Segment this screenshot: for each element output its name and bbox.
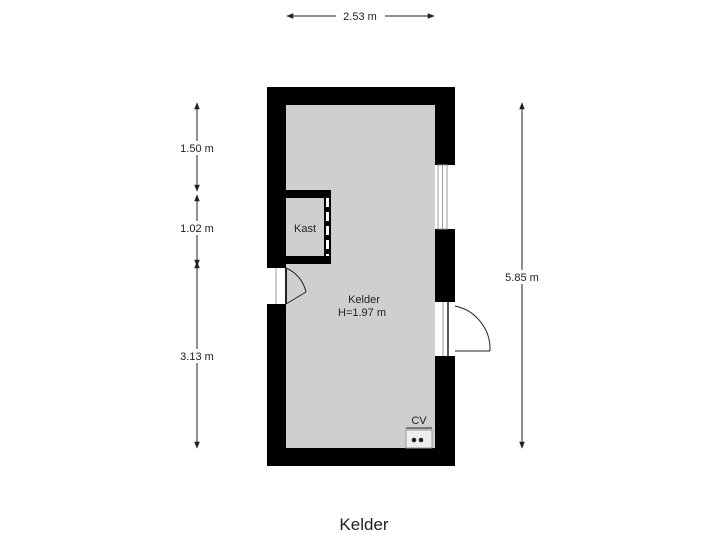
closet-wall-bottom	[286, 256, 331, 264]
dim-right-total-label: 5.85 m	[505, 272, 539, 284]
right-window	[435, 165, 455, 229]
dim-width-label: 2.53 m	[343, 11, 377, 23]
dim-left-bottom-label: 3.13 m	[180, 351, 214, 363]
left-door-swing	[285, 267, 307, 293]
boiler-label: CV	[411, 415, 427, 427]
left-door-swing-edge	[285, 291, 307, 305]
dim-left-middle-label: 1.02 m	[180, 223, 214, 235]
right-door-swing	[454, 305, 491, 352]
right-door-opening	[435, 302, 455, 356]
boiler-dot-right	[418, 437, 424, 443]
boiler-dot-left	[411, 437, 417, 443]
dim-left-top-label: 1.50 m	[180, 143, 214, 155]
floor-title: Kelder	[339, 515, 388, 534]
room-label-closet: Kast	[294, 223, 316, 235]
room-height-main: H=1.97 m	[338, 307, 386, 319]
room-floor	[286, 105, 435, 448]
closet-wall-top	[286, 190, 331, 198]
room-label-main: Kelder	[348, 294, 380, 306]
